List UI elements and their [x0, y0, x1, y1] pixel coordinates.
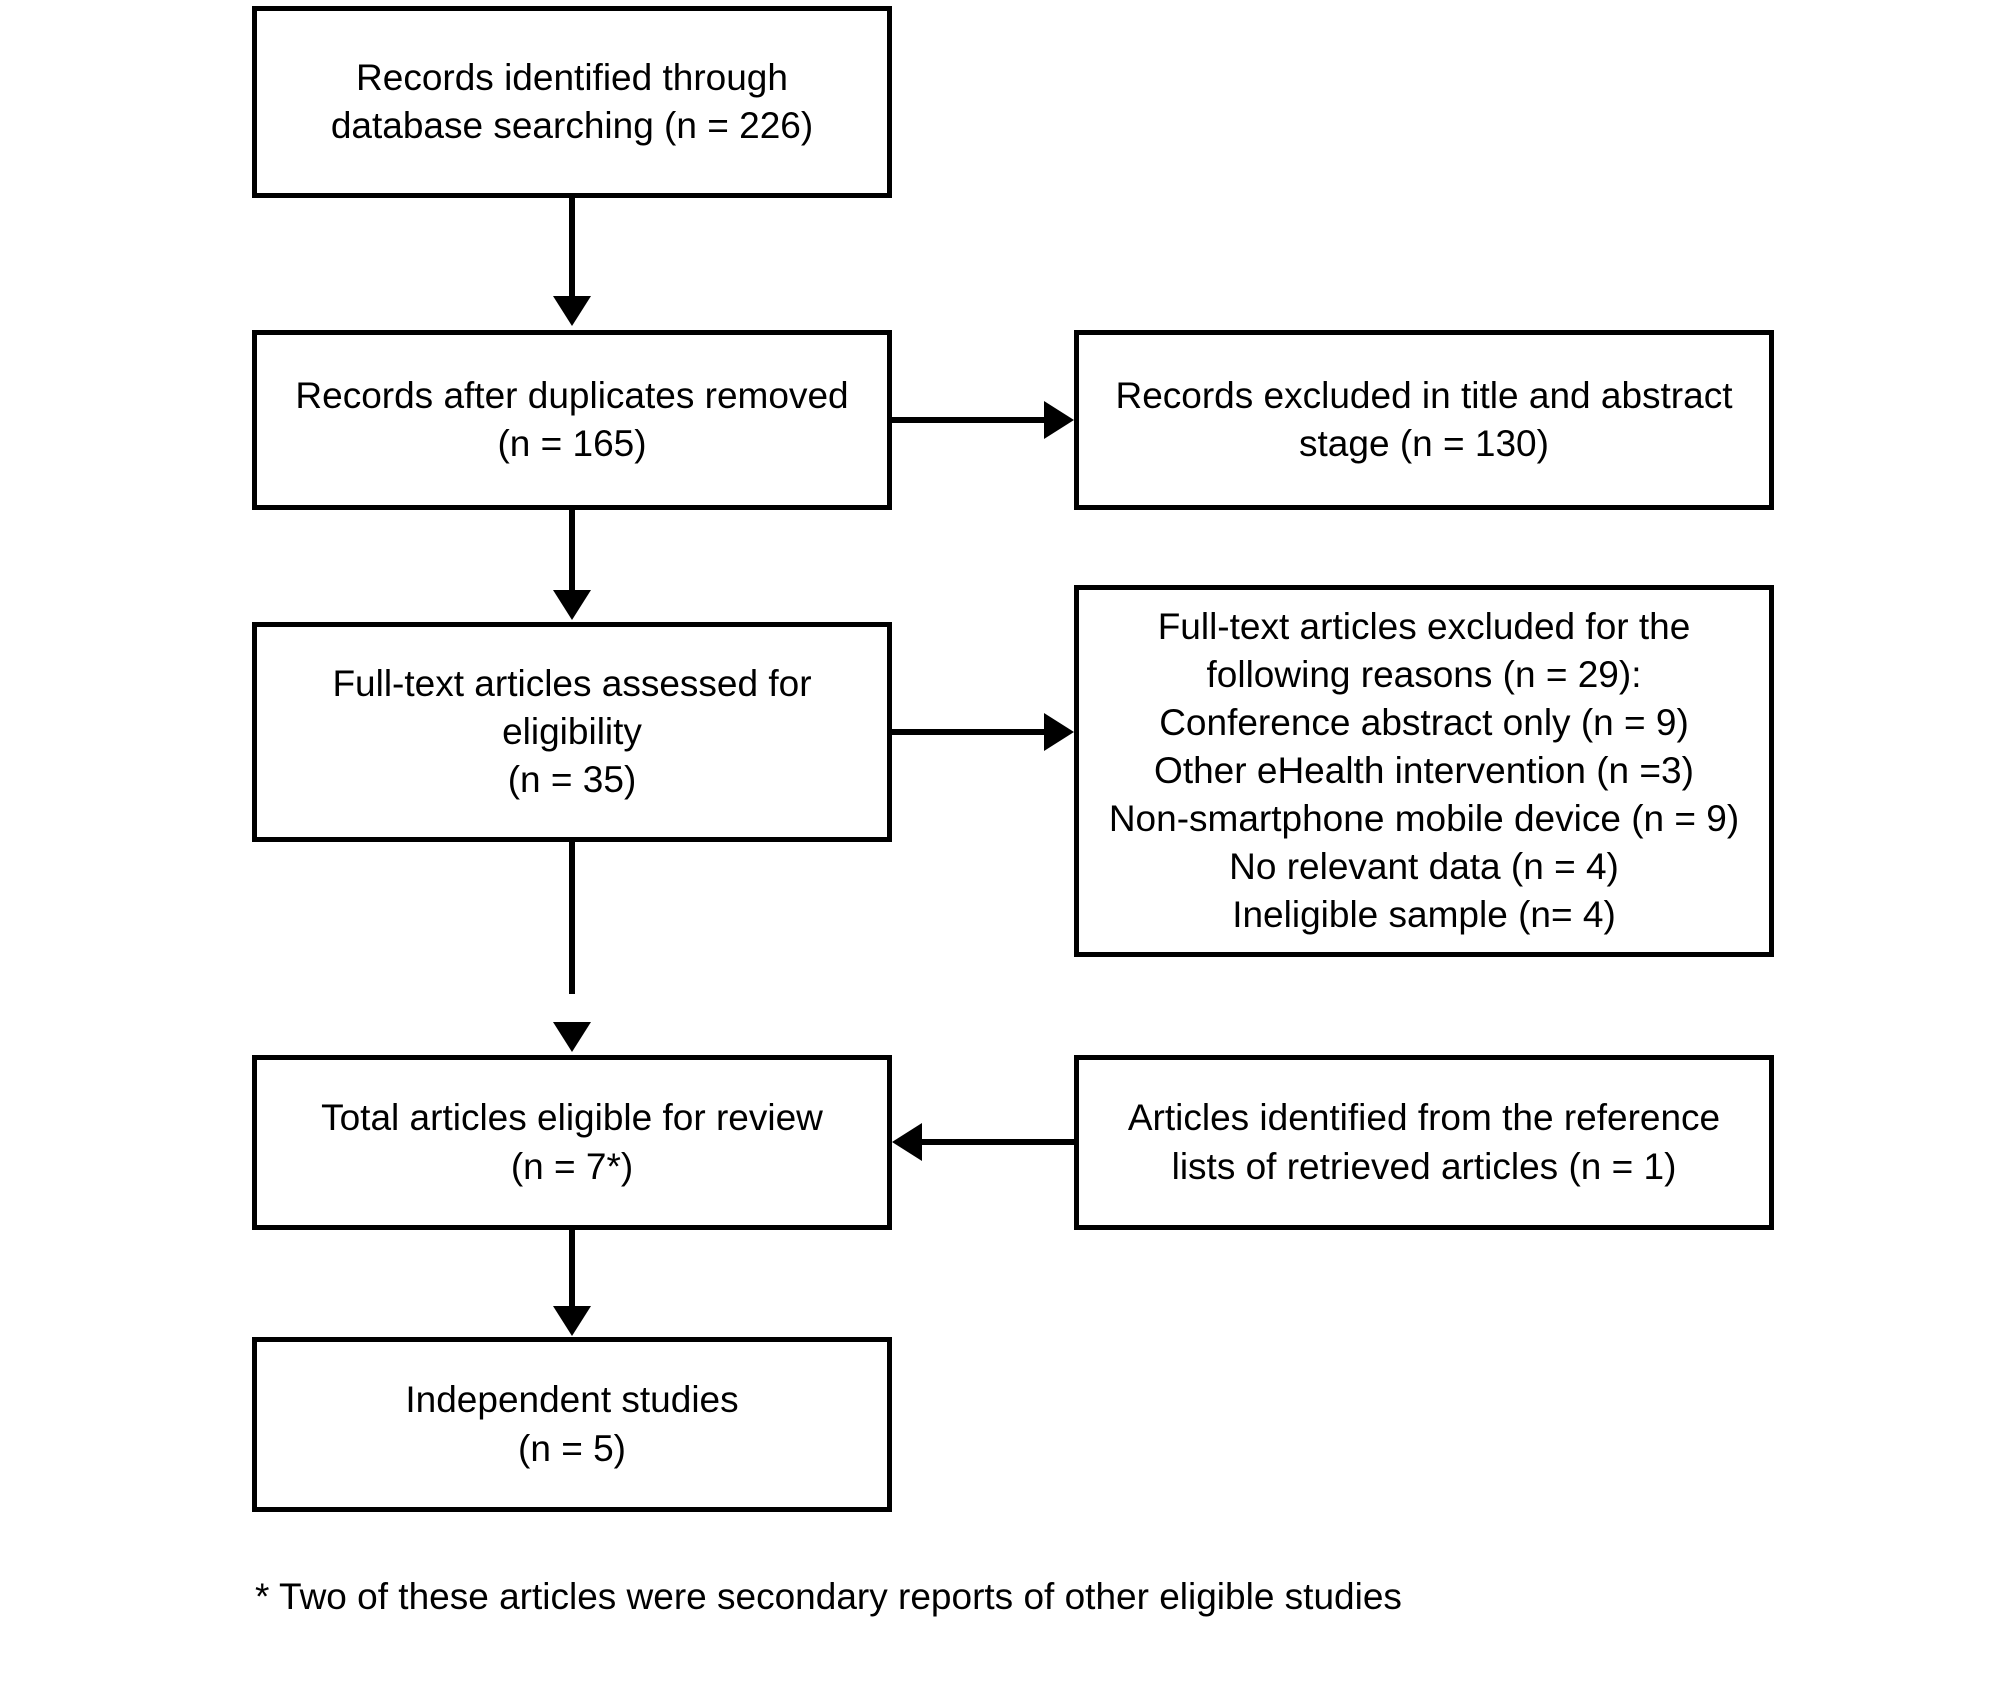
box-fulltext-assessed: Full-text articles assessed for eligibil… — [252, 622, 892, 842]
connector-identified-to-after-duplicates — [569, 198, 575, 298]
arrowhead-down-to-total-eligible — [553, 1022, 591, 1052]
excluded-reasons-line-3: Conference abstract only (n = 9) — [1159, 701, 1689, 743]
excluded-reasons-line-2: following reasons (n = 29): — [1206, 653, 1642, 695]
excluded-reasons-line-5: Non-smartphone mobile device (n = 9) — [1108, 798, 1740, 840]
total-eligible-line-1: Total articles eligible for review — [321, 1097, 823, 1139]
fulltext-assessed-line-2: eligibility — [502, 710, 642, 752]
excluded-reasons-line-6: No relevant data (n = 4) — [1229, 846, 1619, 888]
fulltext-assessed-line-3: (n = 35) — [507, 759, 637, 801]
fulltext-assessed-line-1: Full-text articles assessed for — [332, 662, 812, 704]
arrowhead-down-to-after-duplicates — [553, 296, 591, 326]
records-excluded-ta-line-2: stage (n = 130) — [1299, 423, 1549, 464]
connector-after-duplicates-to-fulltext — [569, 510, 575, 592]
box-independent-studies: Independent studies (n = 5) — [252, 1337, 892, 1512]
records-after-duplicates-line-2: (n = 165) — [497, 423, 647, 464]
records-after-duplicates-line-1: Records after duplicates removed — [295, 374, 849, 416]
excluded-reasons-line-7: Ineligible sample (n= 4) — [1232, 894, 1616, 936]
total-eligible-line-2: (n = 7*) — [510, 1145, 634, 1187]
connector-fulltext-to-total-eligible — [569, 842, 575, 994]
arrowhead-right-to-excluded-ta — [1044, 401, 1074, 439]
connector-reference-lists-to-total-eligible — [922, 1139, 1074, 1145]
independent-studies-line-1: Independent studies — [405, 1379, 739, 1421]
arrowhead-down-to-independent-studies — [553, 1306, 591, 1336]
records-identified-line-2: database searching (n = 226) — [330, 105, 814, 146]
box-records-excluded-title-abstract: Records excluded in title and abstract s… — [1074, 330, 1774, 510]
reference-lists-line-2: lists of retrieved articles (n = 1) — [1171, 1145, 1677, 1187]
connector-after-duplicates-to-excluded-ta — [892, 417, 1044, 423]
records-identified-line-1: Records identified through — [356, 56, 788, 98]
box-articles-from-reference-lists: Articles identified from the reference l… — [1074, 1055, 1774, 1230]
box-fulltext-excluded-reasons: Full-text articles excluded for the foll… — [1074, 585, 1774, 957]
box-total-articles-eligible: Total articles eligible for review (n = … — [252, 1055, 892, 1230]
arrowhead-left-to-total-eligible — [892, 1123, 922, 1161]
reference-lists-line-1: Articles identified from the reference — [1127, 1097, 1721, 1139]
box-records-after-duplicates: Records after duplicates removed (n = 16… — [252, 330, 892, 510]
arrowhead-down-to-fulltext — [553, 590, 591, 620]
connector-total-eligible-to-independent-studies — [569, 1230, 575, 1310]
records-excluded-ta-line-1: Records excluded in title and abstract — [1115, 374, 1733, 416]
box-records-identified: Records identified through database sear… — [252, 6, 892, 198]
excluded-reasons-line-4: Other eHealth intervention (n =3) — [1154, 749, 1694, 791]
excluded-reasons-line-1: Full-text articles excluded for the — [1157, 605, 1691, 647]
footnote-asterisk-note: * Two of these articles were secondary r… — [255, 1576, 1402, 1617]
arrowhead-right-to-excluded-reasons — [1044, 713, 1074, 751]
connector-fulltext-to-excluded-reasons — [892, 729, 1044, 735]
independent-studies-line-2: (n = 5) — [518, 1427, 626, 1469]
